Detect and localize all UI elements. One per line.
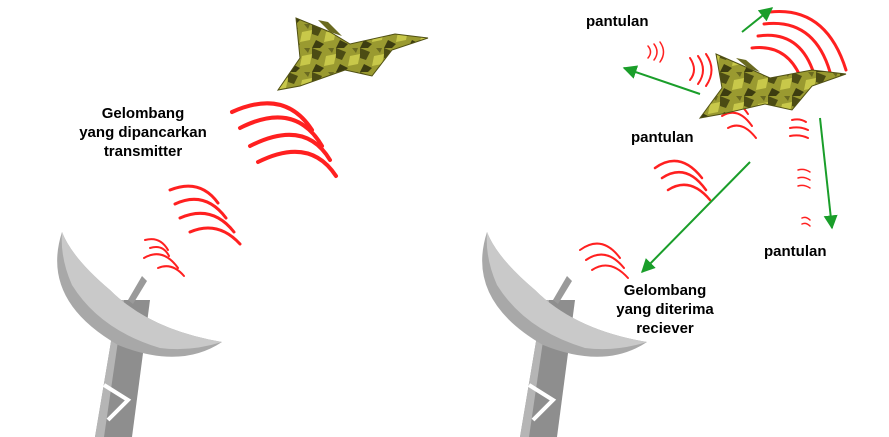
reflection-label-top: pantulan [586,13,649,30]
received-wave-arcs [579,99,757,279]
receiver-dish [482,232,647,437]
arrow-left [622,65,701,95]
received-wave-label: Gelombang yang diterima reciever [600,281,730,338]
transmitted-wave-arcs [143,101,338,277]
reflection-label-mid: pantulan [631,129,694,146]
transmitted-wave-line-1: Gelombang [101,105,185,122]
reflection-wave-arcs [647,9,848,227]
reflection-arrows [622,7,838,273]
arrow-to-receiver [641,161,751,273]
received-wave-line-3: reciever [636,320,694,337]
received-wave-line-2: yang diterima [616,301,714,318]
transmitter-dish [57,232,222,437]
transmitted-wave-line-3: transmitter [103,143,183,160]
fighter-jet-icon [698,53,847,119]
transmitted-wave-line-2: yang dipancarkan [79,124,207,141]
fighter-jet-icon [276,17,429,91]
transmitted-wave-label: Gelombang yang dipancarkan transmitter [78,104,208,161]
arrow-up [741,7,774,33]
arrow-down-right [819,117,838,230]
received-wave-line-1: Gelombang [623,282,707,299]
reflection-label-right: pantulan [764,243,827,260]
